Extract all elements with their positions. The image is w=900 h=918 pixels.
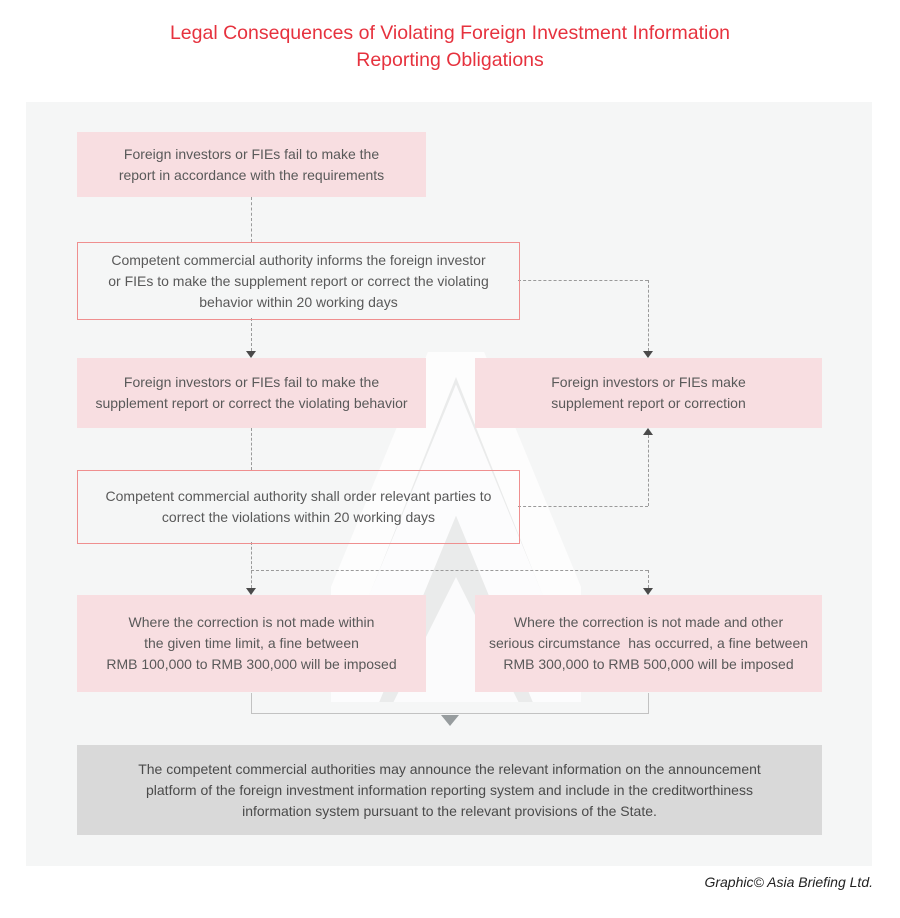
arrow-up-to-make-supplement-icon xyxy=(643,428,653,435)
box-text-line: serious circumstance has occurred, a fin… xyxy=(488,635,809,651)
box-text-line: RMB 100,000 to RMB 300,000 will be impos… xyxy=(106,656,397,672)
box-text-line: Foreign investors or FIEs fail to make t… xyxy=(123,145,380,162)
connector-order-to-make-supplement xyxy=(648,435,649,506)
connector-inform-to-make-supplement xyxy=(648,280,649,351)
box-text-line: report in accordance with the requiremen… xyxy=(118,166,385,183)
box-text-line: RMB 300,000 to RMB 500,000 will be impos… xyxy=(503,656,794,672)
box-text-line: Competent commercial authority shall ord… xyxy=(105,488,492,504)
connector-fine-right-to-merge xyxy=(648,693,649,713)
box-text-line: information system pursuant to the relev… xyxy=(242,802,657,819)
connector-fine-left-to-merge xyxy=(251,693,252,713)
connector-down-to-fine-right xyxy=(648,570,649,588)
box-fine-300k-500k: Where the correction is not made and oth… xyxy=(475,595,822,692)
box-text-line: correct the violations within 20 working… xyxy=(161,509,436,525)
arrow-down-to-fine-right-icon xyxy=(643,588,653,595)
flowchart-canvas: Foreign investors or FIEs fail to make t… xyxy=(26,102,872,866)
box-text-line: Where the correction is not made and oth… xyxy=(513,614,784,630)
credit-text: Graphic© Asia Briefing Ltd. xyxy=(704,874,873,890)
connector-report-to-inform xyxy=(251,197,252,242)
connector-inform-branch-right xyxy=(518,280,648,281)
arrow-down-to-announcement-icon xyxy=(441,715,459,726)
page-title: Legal Consequences of Violating Foreign … xyxy=(0,20,900,74)
page-title-line-2: Reporting Obligations xyxy=(356,49,544,71)
box-text-line: supplement report or correction xyxy=(551,395,746,411)
box-text-line: the given time limit, a fine between xyxy=(144,635,359,651)
connector-merge-bar xyxy=(251,713,649,714)
box-announcement: The competent commercial authorities may… xyxy=(77,745,822,835)
page-title-line-1: Legal Consequences of Violating Foreign … xyxy=(169,22,731,44)
box-text-line: or FIEs to make the supplement report or… xyxy=(108,272,489,289)
box-text-line: Where the correction is not made within xyxy=(128,614,375,630)
box-make-supplement: Foreign investors or FIEs make supplemen… xyxy=(475,358,822,428)
box-text-line: The competent commercial authorities may… xyxy=(138,760,761,777)
box-text-line: platform of the foreign investment infor… xyxy=(146,781,753,798)
box-authority-orders: Competent commercial authority shall ord… xyxy=(77,470,520,544)
arrow-down-to-fail-supplement-icon xyxy=(246,351,256,358)
box-text-line: Foreign investors or FIEs make xyxy=(551,374,746,390)
box-authority-informs: Competent commercial authority informs t… xyxy=(77,242,520,320)
box-text-line: behavior within 20 working days xyxy=(199,293,398,310)
connector-inform-to-fail-supplement xyxy=(251,318,252,351)
connector-order-branch-to-fine-right xyxy=(251,570,648,571)
connector-order-branch-right xyxy=(518,506,648,507)
box-fine-100k-300k: Where the correction is not made within … xyxy=(77,595,426,692)
connector-order-to-fine-left xyxy=(251,542,252,588)
arrow-down-to-fine-left-icon xyxy=(246,588,256,595)
connector-fail-supplement-to-order xyxy=(251,428,252,470)
arrow-down-to-make-supplement-icon xyxy=(643,351,653,358)
box-text-line: supplement report or correct the violati… xyxy=(95,395,408,411)
box-text-line: Foreign investors or FIEs fail to make t… xyxy=(123,374,380,390)
box-fail-to-report: Foreign investors or FIEs fail to make t… xyxy=(77,132,426,197)
box-text-line: Competent commercial authority informs t… xyxy=(111,251,486,268)
box-fail-supplement: Foreign investors or FIEs fail to make t… xyxy=(77,358,426,428)
